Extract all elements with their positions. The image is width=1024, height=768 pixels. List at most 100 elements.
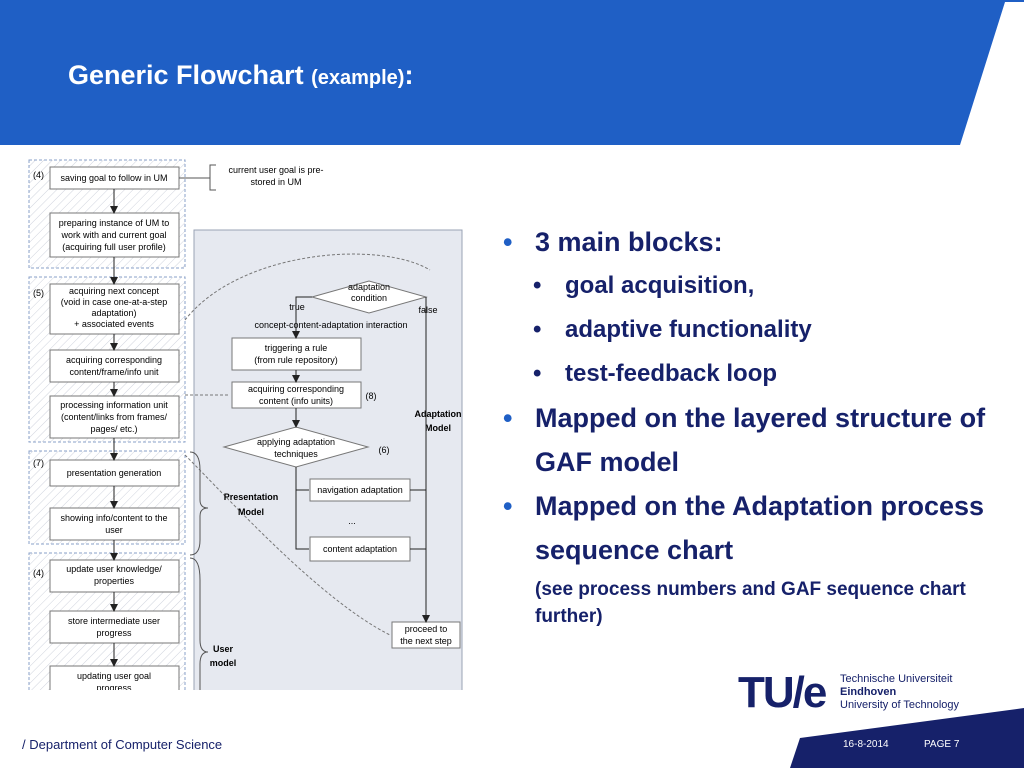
bullet-text: goal acquisition, xyxy=(565,272,755,299)
dashed-link xyxy=(184,253,431,321)
box-label: preparing instance of UM to xyxy=(59,218,170,228)
bullet-layered-structure: • Mapped on the layered structure of GAF … xyxy=(503,396,1003,484)
user-model-label: User xyxy=(213,644,234,654)
box-label: (content/links from frames/ xyxy=(61,412,168,422)
adaptive-functionality-area xyxy=(193,229,463,690)
bullet-test-feedback: • test-feedback loop xyxy=(503,352,1003,396)
box-acquiring-content xyxy=(231,381,362,409)
bullet-dot: • xyxy=(533,316,542,343)
box-label: content/frame/info unit xyxy=(69,367,159,377)
presentation-model-label: Model xyxy=(238,507,264,517)
box-proceed xyxy=(391,621,461,649)
box-next-concept xyxy=(49,283,180,335)
presentation-model-brace xyxy=(189,451,209,556)
process-number: (4) xyxy=(33,568,44,578)
bullet-goal-acquisition: • goal acquisition, xyxy=(503,264,1003,308)
page-title: Generic Flowchart (example): xyxy=(68,60,413,91)
box-label: the next step xyxy=(400,636,452,646)
note-text: current user goal is pre- xyxy=(228,165,323,175)
box-label: showing info/content to the xyxy=(60,513,167,523)
department-label: / Department of Computer Science xyxy=(22,737,223,752)
interaction-label: concept-content-adaptation interaction xyxy=(254,320,407,330)
ellipsis-label: ... xyxy=(348,516,356,526)
box-label: store intermediate user xyxy=(68,616,160,626)
process-number: (8) xyxy=(366,391,377,401)
bullet-adaptive-functionality: • adaptive functionality xyxy=(503,308,1003,352)
decision-label: condition xyxy=(351,293,387,303)
bullet-dot: • xyxy=(533,272,542,299)
logo-text: Technische Universiteit Eindhoven Univer… xyxy=(840,673,959,712)
footer-band xyxy=(790,708,1024,768)
header-shape xyxy=(0,0,1024,145)
box-label: work with and current goal xyxy=(60,230,166,240)
dashed-link xyxy=(184,454,391,636)
false-label: false xyxy=(418,305,437,315)
box-label: triggering a rule xyxy=(265,343,328,353)
box-label: content (info units) xyxy=(259,396,333,406)
logo-mark: TU/e xyxy=(738,668,827,717)
box-label: + associated events xyxy=(74,319,154,329)
box-label: adaptation) xyxy=(91,308,136,318)
user-model-label: model xyxy=(210,658,237,668)
box-label: content adaptation xyxy=(323,544,397,554)
box-label: presentation generation xyxy=(67,468,162,478)
note-bracket xyxy=(209,164,216,191)
box-label: acquiring next concept xyxy=(69,286,160,296)
bullet-text: adaptive functionality xyxy=(565,316,812,343)
decision-label: adaptation xyxy=(348,282,390,292)
logo-line: Technische Universiteit xyxy=(840,673,953,685)
box-label: (from rule repository) xyxy=(254,355,338,365)
decision-applying-techniques xyxy=(222,426,370,468)
bullet-text: 3 main blocks: xyxy=(535,227,723,257)
bullet-main-blocks: • 3 main blocks: xyxy=(503,220,1003,264)
box-label: properties xyxy=(94,576,135,586)
middle-connectors xyxy=(292,296,430,623)
header-band xyxy=(0,0,1024,145)
bullet-dot: • xyxy=(503,403,513,433)
presentation-model-label: Presentation xyxy=(224,492,279,502)
box-label: navigation adaptation xyxy=(317,485,403,495)
box-label: (acquiring full user profile) xyxy=(62,242,166,252)
box-label: acquiring corresponding xyxy=(66,355,162,365)
logo-line: Eindhoven xyxy=(840,686,897,698)
bullet-text: test-feedback loop xyxy=(565,360,778,387)
slide-date: 16-8-2014 xyxy=(843,739,889,750)
box-preparing-instance xyxy=(49,212,180,258)
bullet-dot: • xyxy=(503,227,513,257)
box-label: progress xyxy=(96,628,132,638)
adaptation-model-label: Adaptation xyxy=(415,409,462,419)
box-label: update user knowledge/ xyxy=(66,564,162,574)
bullet-list: • 3 main blocks: • goal acquisition, • adap… xyxy=(503,220,1003,630)
note-text: stored in UM xyxy=(250,177,301,187)
box-label: proceed to xyxy=(405,624,448,634)
title-colon: : xyxy=(404,60,414,90)
process-number: (6) xyxy=(379,445,390,455)
logo-line: University of Technology xyxy=(840,699,960,711)
process-number: (5) xyxy=(33,288,44,298)
adaptation-model-label: Model xyxy=(425,423,451,433)
process-number: (4) xyxy=(33,170,44,180)
box-label: updating user goal xyxy=(77,671,151,681)
page-number: PAGE 7 xyxy=(924,739,960,750)
box-showing-info xyxy=(49,507,180,541)
bullet-dot: • xyxy=(533,360,542,387)
box-store-progress xyxy=(49,610,180,644)
box-label: user xyxy=(105,525,123,535)
bullet-text: Mapped on the layered structure of GAF m… xyxy=(535,403,986,477)
bullet-note: (see process numbers and GAF sequence ch… xyxy=(535,579,966,627)
title-sub: (example) xyxy=(311,67,405,89)
decision-label: applying adaptation xyxy=(257,437,335,447)
flowchart-diagram: (4) saving goal to follow in UM preparin… xyxy=(28,159,463,690)
box-label: progress xyxy=(96,683,132,690)
box-label: processing information unit xyxy=(60,400,168,410)
box-label: acquiring corresponding xyxy=(248,384,344,394)
box-label: saving goal to follow in UM xyxy=(60,173,167,183)
true-label: true xyxy=(289,302,305,312)
decision-label: techniques xyxy=(274,449,318,459)
bullet-sequence-chart: •Mapped on the Adaptation process sequen… xyxy=(503,484,1003,572)
process-number: (7) xyxy=(33,458,44,468)
box-triggering-rule xyxy=(231,337,362,371)
box-update-knowledge xyxy=(49,559,180,593)
box-corresponding-content xyxy=(49,349,180,383)
box-label: (void in case one-at-a-step xyxy=(61,297,168,307)
